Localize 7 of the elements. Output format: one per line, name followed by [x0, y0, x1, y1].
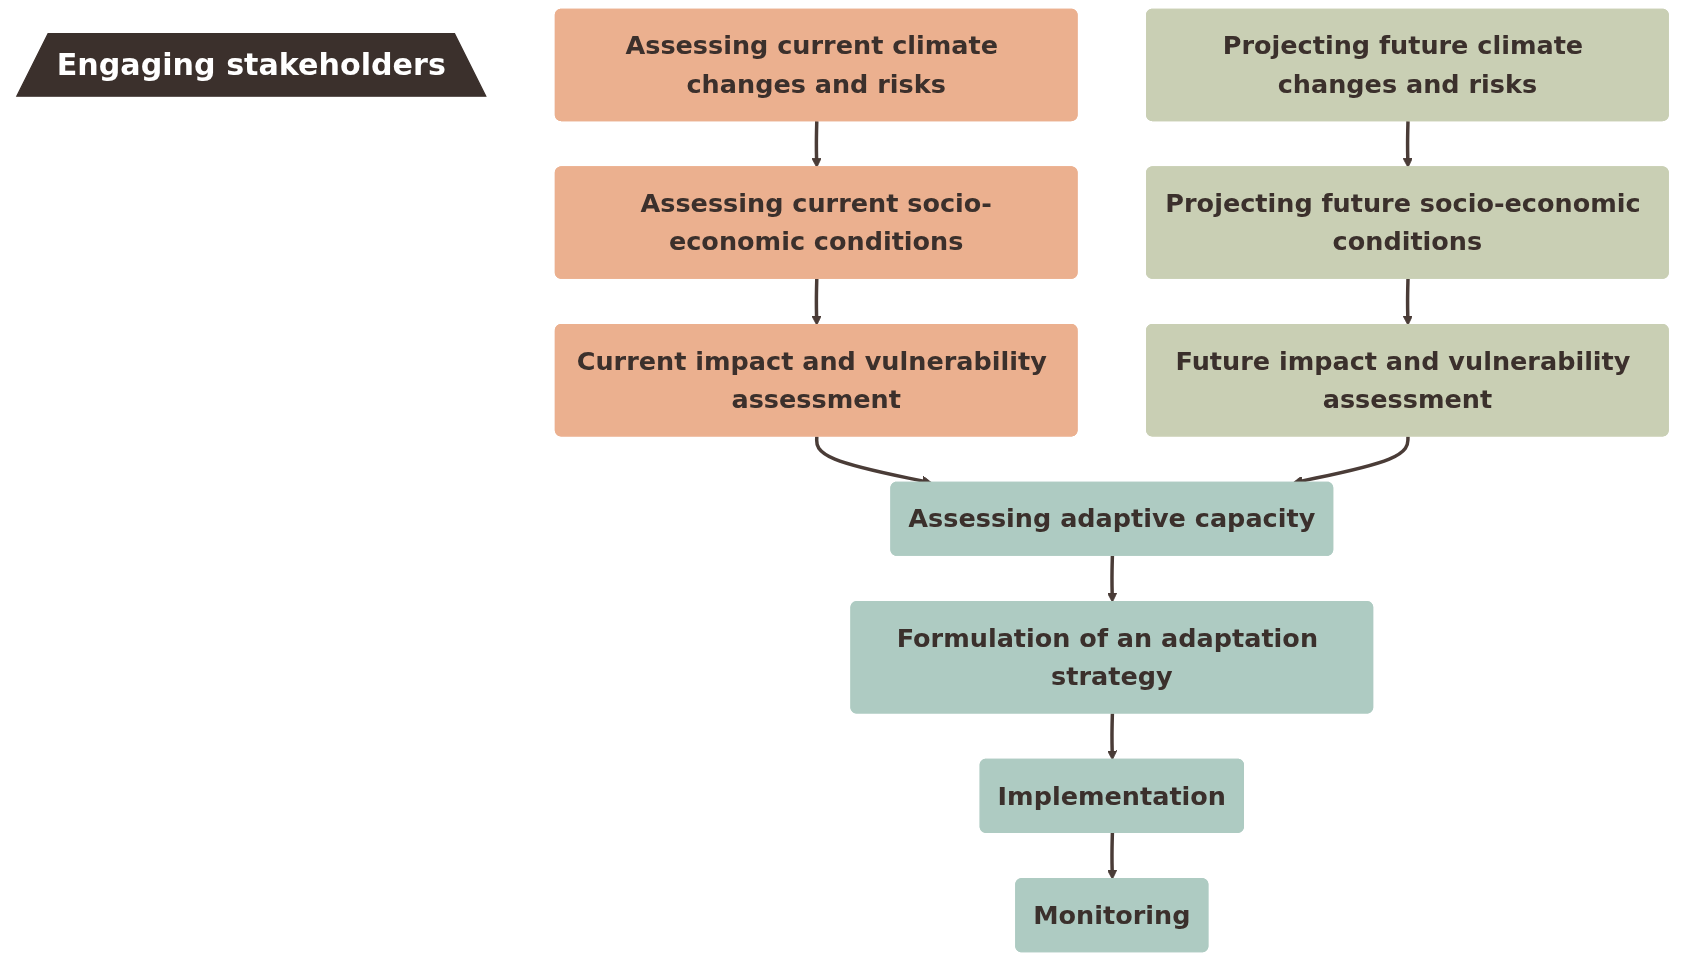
arrow: [1107, 555, 1118, 603]
arrow: [1402, 121, 1413, 168]
arrow: [811, 121, 822, 168]
arrow: [1107, 832, 1118, 880]
arrow: [1107, 713, 1118, 761]
arrow: [1402, 278, 1413, 326]
arrow: [811, 278, 822, 326]
